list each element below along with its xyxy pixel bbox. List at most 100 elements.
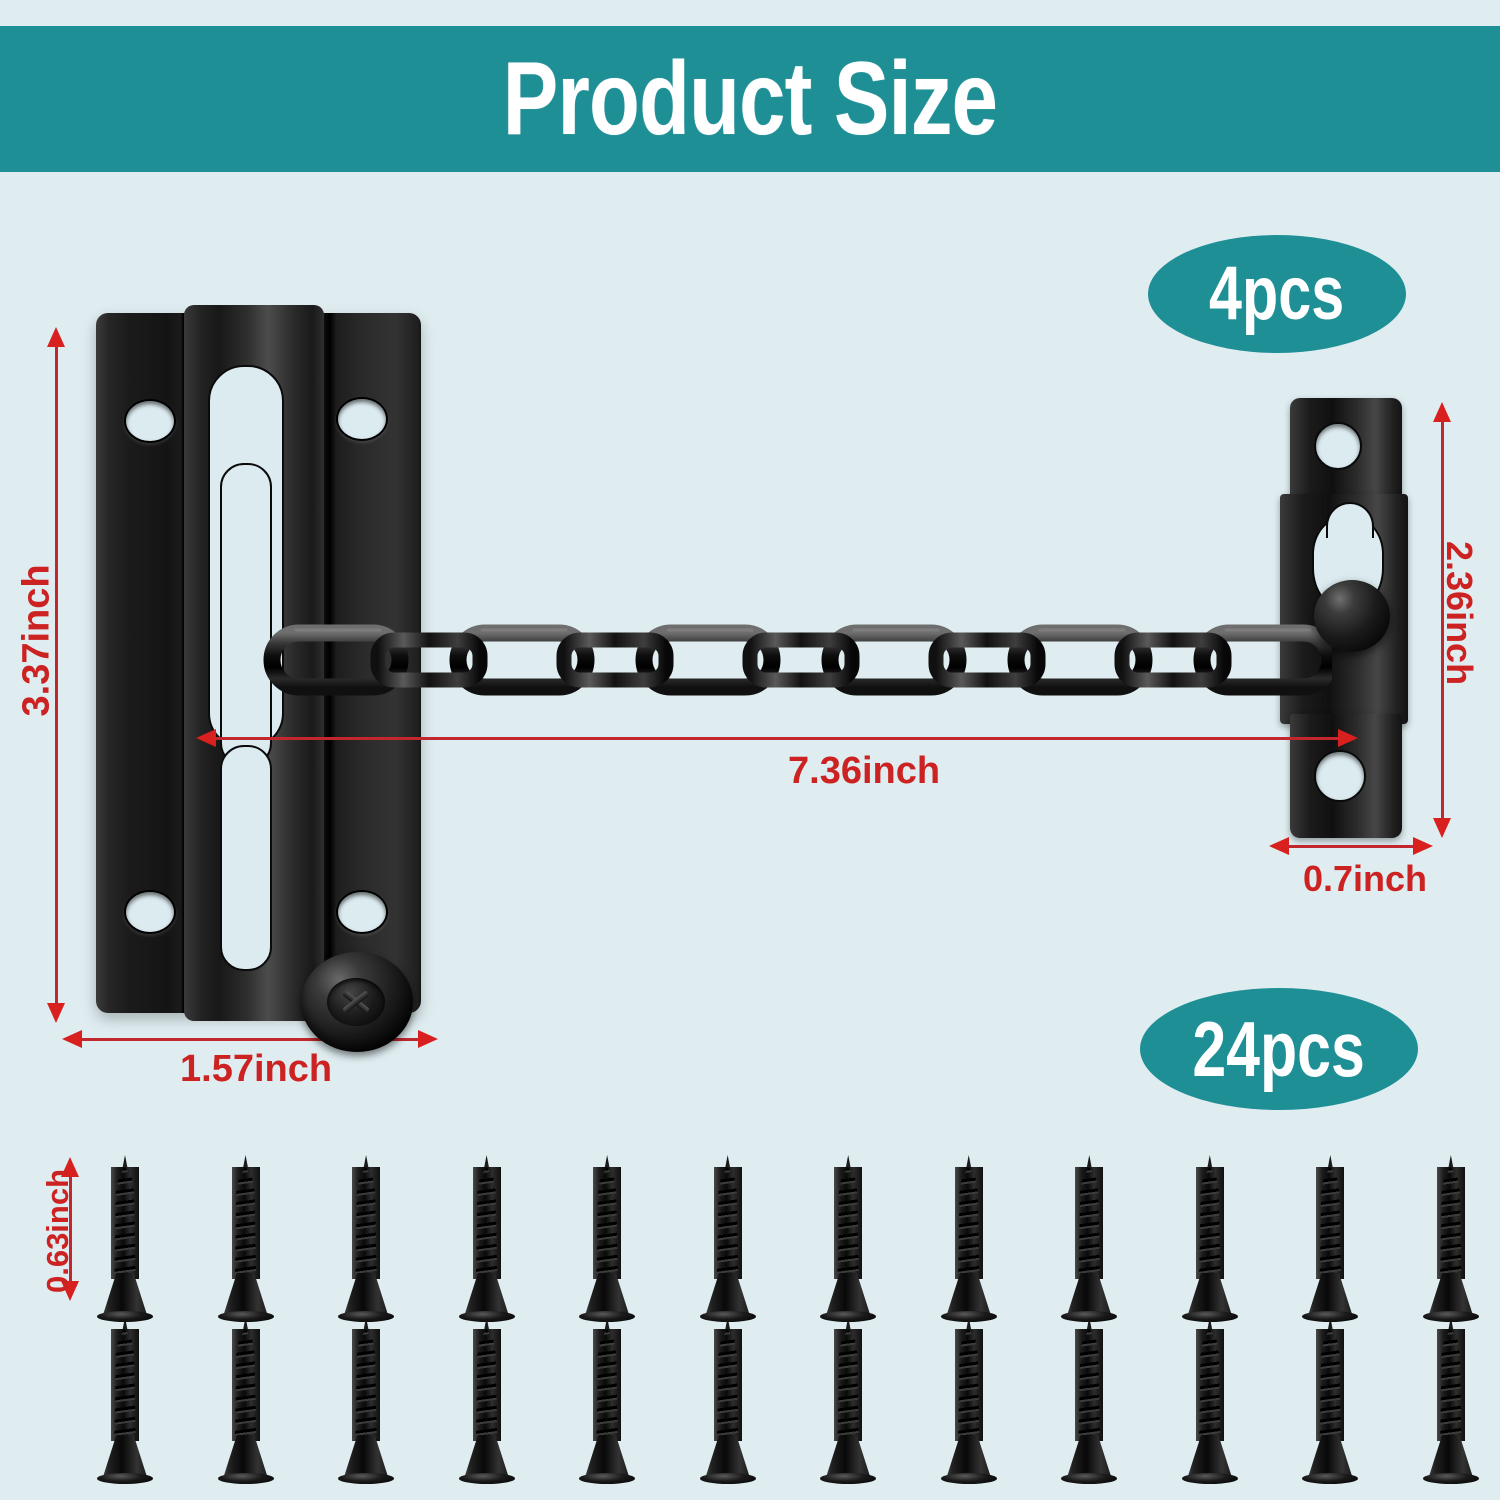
screw — [1414, 1317, 1488, 1485]
screw-head-rim — [217, 1311, 274, 1322]
screw-threads — [596, 1167, 618, 1279]
screw-head-rim — [820, 1311, 877, 1322]
dim-bracket-width-line — [1285, 845, 1417, 848]
dim-bracket-height-arrow-bottom — [1433, 818, 1451, 838]
dim-plate-height-label: 3.37inch — [15, 564, 58, 717]
screw — [570, 1155, 644, 1323]
dim-chain-length-line — [212, 737, 1342, 740]
door-chain-lock-plate — [96, 305, 421, 1052]
screw-head-rim — [820, 1473, 877, 1484]
dim-bracket-height-label: 2.36inch — [1439, 541, 1480, 686]
screw-head-rim — [1181, 1311, 1238, 1322]
plate-screw-hole-top-right — [336, 397, 388, 441]
screw-head-rim — [1181, 1473, 1238, 1484]
screw-head-rim — [338, 1311, 395, 1322]
screw-head-rim — [940, 1473, 997, 1484]
dim-screw-length-line — [69, 1175, 72, 1283]
bracket-screw-hole-top — [1314, 422, 1362, 470]
screw-threads — [114, 1329, 136, 1441]
screw — [691, 1317, 765, 1485]
screw — [811, 1155, 885, 1323]
dim-bracket-height-line — [1441, 420, 1444, 820]
dim-screw-length-arrow-bottom — [61, 1281, 79, 1301]
plate-screw-hole-top-left — [124, 399, 176, 443]
dim-plate-width-arrow-left — [62, 1030, 82, 1048]
knob-inner — [327, 978, 385, 1026]
screw-threads — [1440, 1329, 1462, 1441]
screw-set — [0, 1135, 1500, 1500]
bracket-ball-knob — [1314, 580, 1390, 652]
dim-bracket-width-arrow-right — [1413, 837, 1433, 855]
screw-head-rim — [940, 1311, 997, 1322]
dim-chain-length-label: 7.36inch — [788, 750, 941, 792]
screw-threads — [475, 1329, 498, 1441]
screw-threads — [717, 1329, 739, 1441]
screw-head-rim — [1302, 1311, 1359, 1322]
qty-lock-badge: 4pcs — [1148, 235, 1406, 353]
screw — [88, 1155, 162, 1323]
screw-row-bottom — [88, 1317, 1488, 1487]
dim-plate-width-line — [80, 1038, 420, 1041]
screw-threads — [234, 1167, 257, 1279]
screw-threads — [958, 1329, 980, 1441]
screw — [329, 1317, 403, 1485]
plate-slot-mid — [220, 463, 272, 767]
screw — [1293, 1317, 1367, 1485]
screw-head-rim — [458, 1473, 515, 1484]
screw-threads — [596, 1329, 618, 1441]
phillips-screw-icon — [327, 978, 385, 1026]
screw-head-rim — [217, 1473, 274, 1484]
screw-head-rim — [579, 1311, 636, 1322]
screw — [570, 1317, 644, 1485]
screw — [1173, 1317, 1247, 1485]
dim-plate-width-arrow-right — [418, 1030, 438, 1048]
screw — [450, 1317, 524, 1485]
screw-threads — [1078, 1167, 1100, 1279]
screw-threads — [1440, 1167, 1462, 1279]
screw-threads — [1199, 1167, 1221, 1279]
screw-row-top — [88, 1155, 1488, 1325]
dim-screw-length-arrow-top — [61, 1157, 79, 1177]
bracket-screw-hole-bottom — [1314, 750, 1366, 802]
dim-bracket-width-arrow-left — [1269, 837, 1289, 855]
dim-chain-length-arrow-right — [1338, 729, 1358, 747]
screw-threads — [475, 1167, 498, 1279]
screw — [209, 1155, 283, 1323]
dim-chain-length-arrow-left — [196, 729, 216, 747]
screw-head-rim — [579, 1473, 636, 1484]
dim-bracket-width-label: 0.7inch — [1303, 858, 1428, 899]
qty-screw-badge: 24pcs — [1140, 988, 1418, 1110]
screw — [329, 1155, 403, 1323]
screw-head-rim — [97, 1311, 153, 1322]
screw — [1052, 1155, 1126, 1323]
screw-threads — [355, 1167, 377, 1279]
screw-head-rim — [97, 1473, 153, 1484]
chain-svg — [263, 624, 1339, 696]
security-chain — [262, 600, 1339, 720]
qty-screw-badge-label: 24pcs — [1192, 1005, 1366, 1093]
screw — [932, 1317, 1006, 1485]
screw-threads — [114, 1167, 136, 1279]
screw — [209, 1317, 283, 1485]
screw — [450, 1155, 524, 1323]
dim-bracket-height-arrow-top — [1433, 402, 1451, 422]
screw-threads — [1319, 1167, 1341, 1279]
screw-head-rim — [1302, 1473, 1359, 1484]
screw-head-rim — [338, 1473, 395, 1484]
screw-head-rim — [699, 1311, 756, 1322]
screw-head-rim — [1061, 1473, 1118, 1484]
dim-plate-height-line — [55, 345, 58, 1005]
page-title: Product Size — [502, 41, 998, 157]
screw-threads — [1319, 1329, 1341, 1441]
qty-lock-badge-label: 4pcs — [1209, 251, 1345, 336]
screw-head-rim — [1422, 1473, 1479, 1484]
screw-threads — [1078, 1329, 1100, 1441]
screw-threads — [355, 1329, 377, 1441]
screw — [811, 1317, 885, 1485]
screw — [88, 1317, 162, 1485]
screw — [1414, 1155, 1488, 1323]
screw — [1173, 1155, 1247, 1323]
screw-threads — [837, 1329, 859, 1441]
header-banner: Product Size — [0, 26, 1500, 172]
